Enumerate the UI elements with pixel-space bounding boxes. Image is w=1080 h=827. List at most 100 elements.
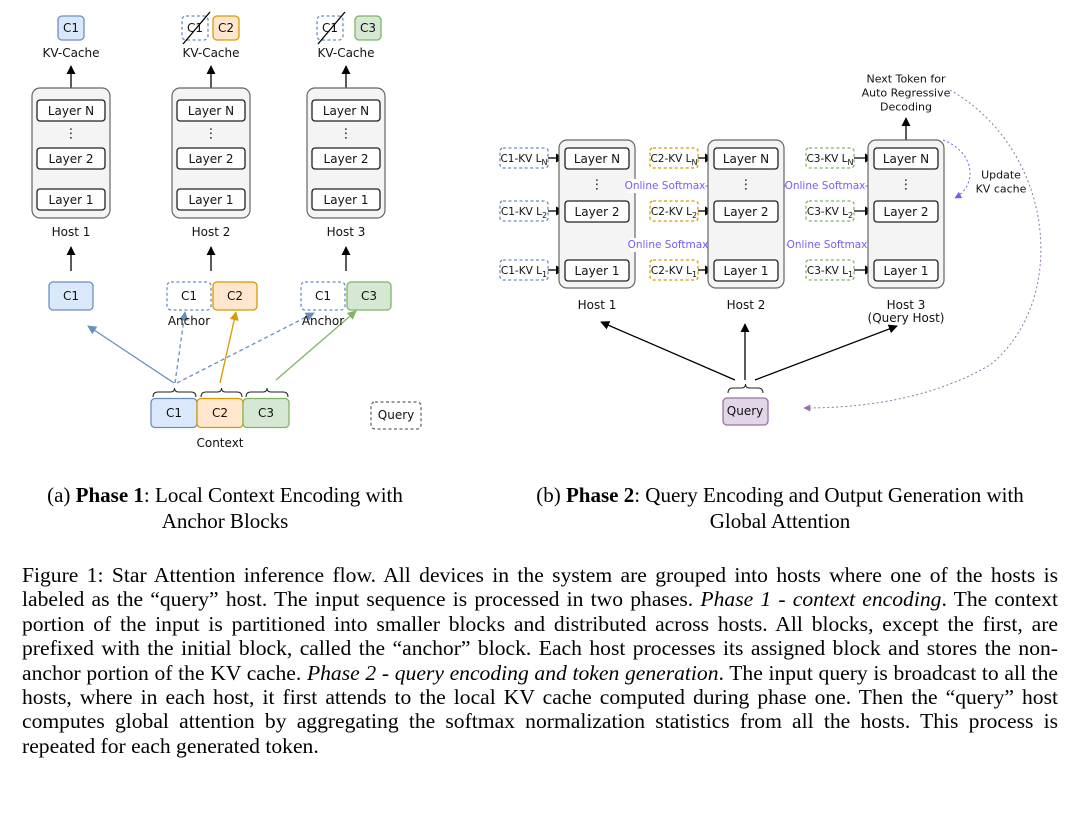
p2-feedback-arrow — [803, 89, 1042, 412]
p2-h3-layer-n-label: Layer N — [883, 152, 929, 166]
p1-h3-ellipsis: ⋮ — [340, 127, 353, 142]
p1-h1-kv-cache-label: KV-Cache — [42, 46, 99, 60]
figure-caption: Figure 1: Star Attention inference flow.… — [22, 563, 1059, 758]
p1-h2-cache-c2-label: C2 — [218, 21, 234, 35]
p2-h1-layer-1 — [564, 259, 630, 282]
context-c1-brace — [152, 387, 197, 398]
p2-h2-kv-1 — [649, 259, 699, 281]
p2-update-kv-line-1: Update — [981, 169, 1021, 182]
p2-h1-kv-2-label: C1-KV L2 — [501, 206, 547, 220]
p2-softmax-upper-left-label-bg — [627, 179, 703, 193]
p2-h2-layer-2 — [713, 200, 779, 223]
p1-h1-layer-n-label: Layer N — [48, 104, 94, 118]
p1-h2-input-c2 — [212, 281, 258, 311]
p2-h1-layer-n — [564, 147, 630, 170]
context-c3-label: C3 — [258, 406, 274, 420]
p1-h3-cache-c3-label: C3 — [360, 21, 376, 35]
p2-h1-layer-2-label: Layer 2 — [575, 205, 620, 219]
p2-h3-ellipsis: ⋮ — [900, 178, 913, 193]
p2-h1-layer-2 — [564, 200, 630, 223]
p2-arrow-query-to-host3 — [754, 324, 898, 381]
p2-h2-layer-2-label: Layer 2 — [724, 205, 769, 219]
p2-update-kv-arrow — [942, 139, 971, 199]
p1-h2-layer-n — [176, 99, 246, 122]
p1-h2-host-label: Host 2 — [192, 225, 231, 239]
p2-h1-layer-1-label: Layer 1 — [575, 264, 620, 278]
p2-next-token-line-2: Auto Regressive — [862, 87, 951, 100]
p2-h3-layer-2-label: Layer 2 — [884, 205, 929, 219]
p1-h3-host-label: Host 3 — [327, 225, 366, 239]
p2-h2-host-label: Host 2 — [727, 298, 766, 312]
p2-arrow-query-to-host1 — [600, 321, 736, 381]
p2-update-kv-line-2: KV cache — [976, 183, 1027, 196]
p1-h3-strike-line — [317, 11, 346, 45]
p1-h2-kv-cache-label: KV-Cache — [182, 46, 239, 60]
p1-h2-input-c2-label: C2 — [227, 289, 243, 303]
p2-h1-kv-2 — [499, 200, 549, 222]
p2-h2-kv-2-label: C2-KV L2 — [651, 206, 697, 220]
context-label: Context — [196, 436, 243, 450]
p1-h3-anchor-label: Anchor — [302, 314, 344, 328]
p2-h1-kv-n-label: C1-KV LN — [500, 153, 547, 167]
p1-h1-host-label: Host 1 — [52, 225, 91, 239]
p2-softmax-lower-right-label-bg — [789, 238, 865, 252]
p1-h1-layer-2 — [36, 147, 106, 170]
p2-h2-layer-n — [713, 147, 779, 170]
p2-softmax-lower-left-label-bg — [630, 238, 706, 252]
p1-h2-layer-2 — [176, 147, 246, 170]
p2-h3-layer-1-label: Layer 1 — [884, 264, 929, 278]
p2-h3-kv-2-label: C3-KV L2 — [807, 206, 853, 220]
context-c2-label: C2 — [212, 406, 228, 420]
p1-h3-layer-n-label: Layer N — [323, 104, 369, 118]
p1-h1-layer-1 — [36, 188, 106, 211]
p1-h3-anchor-c1-label: C1 — [315, 289, 331, 303]
p2-h1-kv-n — [499, 147, 549, 169]
context-c1-label: C1 — [166, 406, 182, 420]
p1-h2-strike-line — [182, 11, 211, 45]
p1-query-box — [370, 401, 422, 430]
p2-next-token-line-3: Decoding — [880, 101, 932, 114]
p1-arrow-c1-to-anchor3 — [176, 312, 315, 384]
p2-h3-layer-1 — [873, 259, 939, 282]
p1-h3-input-c3 — [346, 281, 392, 311]
p2-h2-kv-n-label: C2-KV LN — [650, 153, 697, 167]
star-attention-diagram: Layer N ⋮ Layer 2 Layer 1 Host 1 KV-CacheLaye… — [31, 11, 1042, 450]
p1-h1-input-c1-label: C1 — [63, 289, 79, 303]
p1-h3-layer-1 — [311, 188, 381, 211]
p2-h1-ellipsis: ⋮ — [591, 178, 604, 193]
p2-query-host-label: (Query Host) — [868, 311, 945, 325]
p1-h1-input-c1 — [48, 281, 94, 311]
p2-h3-kv-1-label: C3-KV L1 — [807, 265, 853, 279]
p1-h2-ellipsis: ⋮ — [205, 127, 218, 142]
p2-softmax-upper-right-label: Online Softmax — [785, 180, 866, 192]
p2-h3-kv-1 — [805, 259, 855, 281]
p2-h1-host-label: Host 1 — [578, 298, 617, 312]
p1-h3-layer-1-label: Layer 1 — [324, 193, 369, 207]
subcaption-b: (b) Phase 2: Query Encoding and Output G… — [536, 483, 1024, 533]
p1-h3-input-c3-label: C3 — [361, 289, 377, 303]
p2-softmax-upper-left-label: Online Softmax — [625, 180, 706, 192]
p2-softmax-lower-right-label: Online Softmax — [787, 239, 868, 251]
p1-h1-cache-c1-label: C1 — [63, 21, 79, 35]
p1-h2-layer-1-label: Layer 1 — [189, 193, 234, 207]
p2-h1-layer-n-label: Layer N — [574, 152, 620, 166]
p1-h3-kv-cache-label: KV-Cache — [317, 46, 374, 60]
p1-h1-layer-2-label: Layer 2 — [49, 152, 94, 166]
p2-h2-kv-2 — [649, 200, 699, 222]
p1-h3-layer-2-label: Layer 2 — [324, 152, 369, 166]
p2-softmax-lower-left-label: Online Softmax — [628, 239, 709, 251]
subcaption-a: (a) Phase 1: Local Context Encoding with… — [47, 483, 403, 533]
p1-h2-layer-n-label: Layer N — [188, 104, 234, 118]
p2-next-token-line-1: Next Token for — [866, 73, 946, 86]
p1-h1-cache-c1 — [57, 15, 85, 41]
p2-h1-kv-1 — [499, 259, 549, 281]
context-c3-brace — [245, 387, 289, 398]
p1-h2-cache-c2 — [212, 15, 240, 41]
p1-h1-ellipsis: ⋮ — [65, 127, 78, 142]
p1-h3-layer-n — [311, 99, 381, 122]
p1-h2-anchor-c1 — [166, 281, 212, 311]
p2-h2-layer-1-label: Layer 1 — [724, 264, 769, 278]
p1-h1-layer-1-label: Layer 1 — [49, 193, 94, 207]
p1-h2-anchor-label: Anchor — [168, 314, 210, 328]
p1-h3-anchor-c1 — [300, 281, 346, 311]
